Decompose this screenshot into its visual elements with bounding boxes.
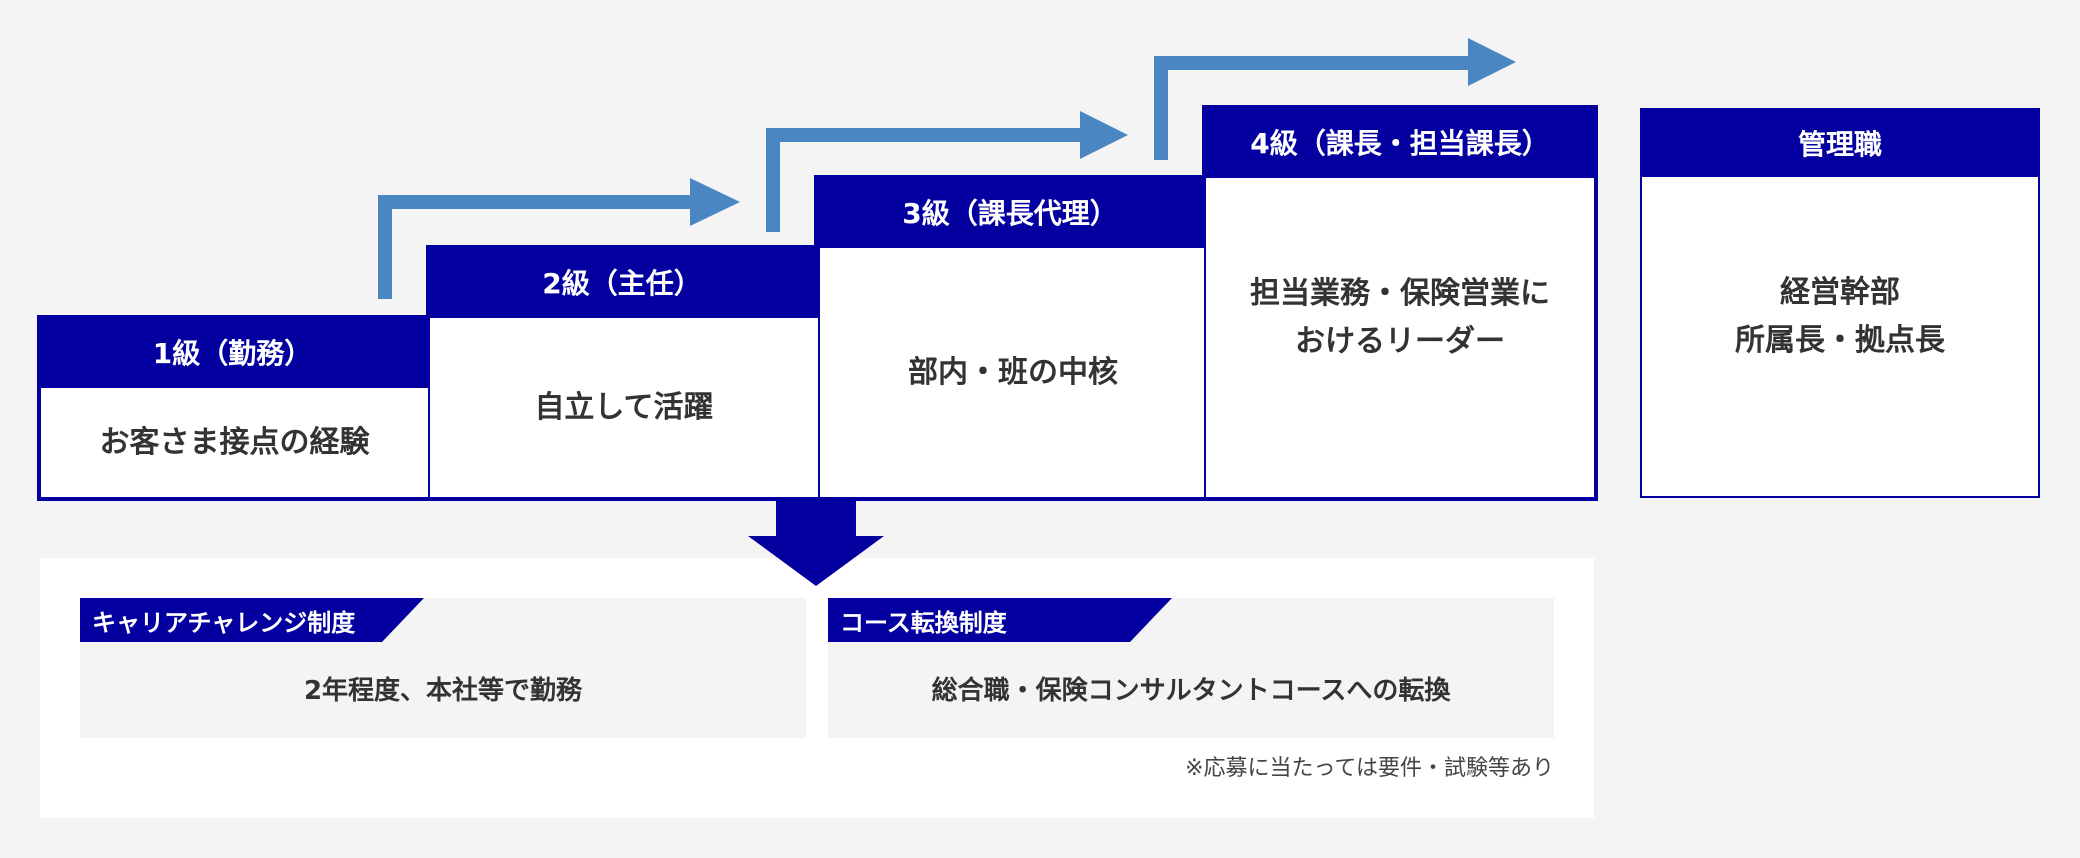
step-arrow-icon [766,111,1128,232]
grade-2-body: 自立して活躍 [428,318,818,497]
career-challenge-tag: キャリアチャレンジ制度 [80,598,424,642]
grade-4-description-line-1: 担当業務・保険営業に [1250,275,1550,311]
grade-1-description: お客さま接点の経験 [99,424,370,460]
grade-4-header: 4級（課長・担当課長） [1202,105,1598,178]
grade-4-body: 担当業務・保険営業に おけるリーダー [1204,178,1594,497]
career-challenge-text-wrap: 2年程度、本社等で勤務 [80,642,806,734]
course-change-text: 総合職・保険コンサルタントコースへの転換 [931,675,1451,706]
grade-3-title: 3級（課長代理） [902,196,1118,230]
grade-2-header: 2級（主任） [426,245,818,318]
grade-1-header: 1級（勤務） [37,315,428,388]
course-change-text-wrap: 総合職・保険コンサルタントコースへの転換 [828,642,1554,734]
down-arrow-icon [748,500,884,586]
grade-3-header: 3級（課長代理） [814,175,1206,248]
management-line-2: 所属長・拠点長 [1735,322,1945,358]
grade-3-body: 部内・班の中核 [818,248,1206,497]
grade-2-title: 2級（主任） [542,266,702,300]
grade-1-title: 1級（勤務） [152,336,313,370]
course-change-tag: コース転換制度 [828,598,1172,642]
grade-4-right-border [1594,105,1598,501]
grade-1-body: お客さま接点の経験 [41,388,428,497]
step-arrow-icon [1154,38,1516,160]
grade-4-title: 4級（課長・担当課長） [1250,126,1550,160]
course-change-tag-label: コース転換制度 [840,608,1007,637]
grade-3-description: 部内・班の中核 [908,354,1118,390]
management-header: 管理職 [1640,108,2040,177]
management-title: 管理職 [1797,127,1882,161]
grade-4-description-line-2: おけるリーダー [1295,323,1505,359]
step-arrow-icon [378,178,740,299]
management-body: 経営幹部 所属長・拠点長 [1642,177,2038,496]
career-challenge-tag-label: キャリアチャレンジ制度 [92,608,356,637]
application-note: ※応募に当たっては要件・試験等あり [1185,756,1554,781]
management-line-1: 経営幹部 [1780,274,1900,310]
career-challenge-text: 2年程度、本社等で勤務 [303,675,583,706]
grade-2-description: 自立して活躍 [534,389,714,425]
